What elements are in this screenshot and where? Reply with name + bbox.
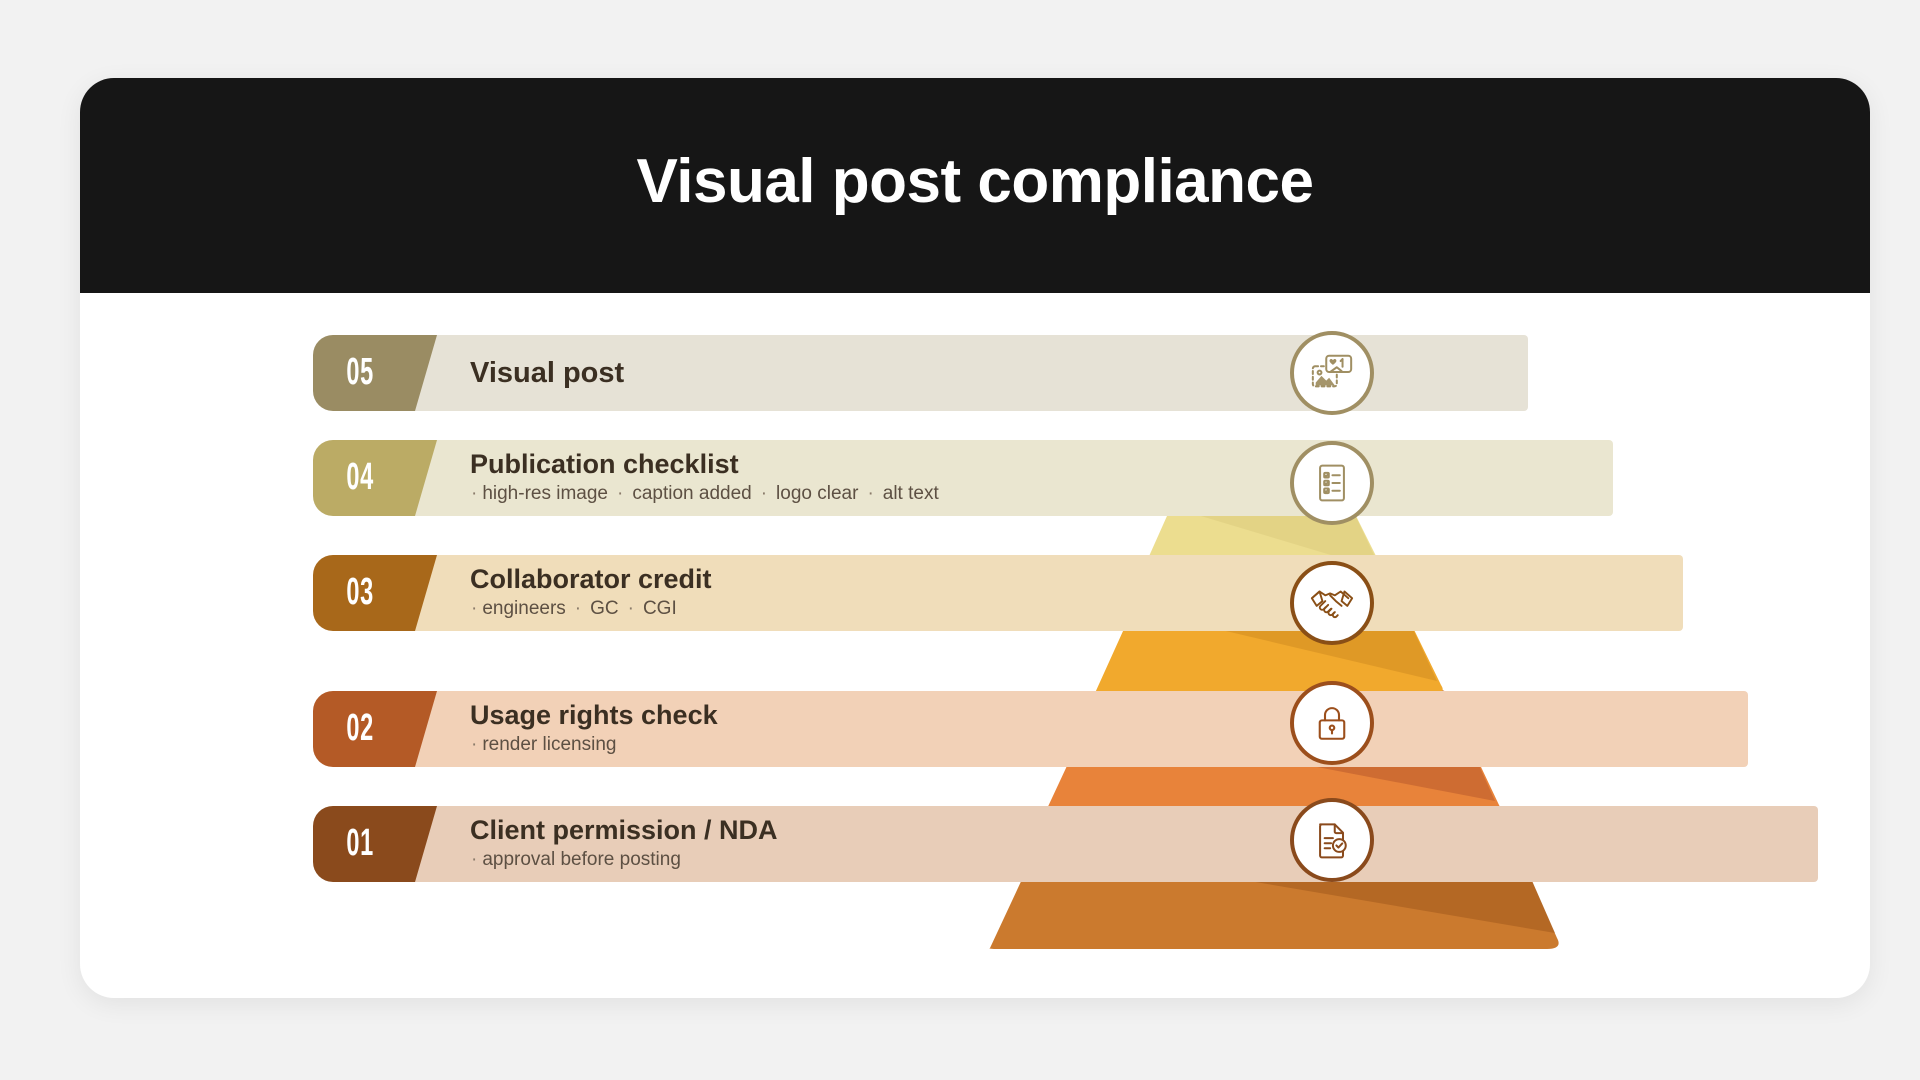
subitem: engineers	[482, 598, 566, 620]
subitem: render licensing	[482, 734, 617, 756]
bullet-dot: ·	[760, 483, 768, 505]
bullet-dot: ·	[627, 598, 634, 620]
step-icon-circle-03[interactable]	[1290, 561, 1374, 645]
header-bar: Visual post compliance	[80, 78, 1870, 293]
bullet-dot: ·	[471, 483, 478, 505]
subitem: alt text	[882, 483, 939, 505]
step-subitems-01: ·approval before posting	[470, 848, 778, 873]
step-bar-03: Collaborator credit ·engineers·GC·CGI	[408, 555, 1683, 631]
step-icon-circle-01[interactable]	[1290, 798, 1374, 882]
step-title-05: Visual post	[470, 356, 625, 389]
step-badge-05: 05	[313, 335, 437, 411]
step-badge-03: 03	[313, 555, 437, 631]
step-bar-04: Publication checklist ·high-res image·ca…	[408, 440, 1613, 516]
step-row-03[interactable]: 03 Collaborator credit ·engineers·GC·CGI	[313, 555, 1683, 631]
badge-wedge-03	[407, 555, 437, 631]
step-subitems-02: ·render licensing	[470, 733, 718, 758]
step-title-04: Publication checklist	[470, 449, 739, 480]
bullet-dot: ·	[617, 483, 624, 505]
badge-wedge-04	[407, 440, 437, 516]
step-bar-02: Usage rights check ·render licensing	[408, 691, 1748, 767]
step-text-02: Usage rights check ·render licensing	[470, 691, 718, 767]
lock-icon	[1318, 707, 1346, 740]
badge-wedge-02	[407, 691, 437, 767]
step-badge-01: 01	[313, 806, 437, 882]
step-text-05: Visual post	[470, 335, 624, 411]
step-number-02: 02	[346, 707, 375, 749]
step-number-03: 03	[346, 571, 375, 613]
subitem: caption added	[632, 483, 752, 505]
badge-wedge-05	[407, 335, 437, 411]
step-title-03: Collaborator credit	[470, 564, 712, 595]
step-text-03: Collaborator credit ·engineers·GC·CGI	[470, 555, 712, 631]
step-text-01: Client permission / NDA ·approval before…	[470, 806, 778, 882]
step-icon-circle-05[interactable]	[1290, 331, 1374, 415]
step-number-01: 01	[346, 822, 375, 864]
page-title: Visual post compliance	[636, 146, 1314, 216]
bullet-dot: ·	[574, 598, 582, 620]
subitem: logo clear	[776, 483, 859, 505]
step-subitems-04: ·high-res image·caption added·logo clear…	[470, 482, 939, 507]
checklist-icon	[1319, 464, 1345, 502]
infographic-card: Visual post compliance	[80, 78, 1870, 998]
document-check-icon	[1319, 823, 1347, 859]
badge-wedge-01	[407, 806, 437, 882]
bullet-dot: ·	[471, 598, 478, 620]
step-title-02: Usage rights check	[470, 700, 718, 731]
step-row-04[interactable]: 04 Publication checklist ·high-res image…	[313, 440, 1613, 516]
step-number-04: 04	[346, 456, 375, 498]
bullet-dot: ·	[471, 734, 478, 756]
subitem: CGI	[642, 598, 677, 620]
infographic-body: 05 Visual post 04	[80, 293, 1870, 998]
step-icon-circle-02[interactable]	[1290, 681, 1374, 765]
step-badge-02: 02	[313, 691, 437, 767]
step-row-02[interactable]: 02 Usage rights check ·render licensing	[313, 691, 1748, 767]
subitem: approval before posting	[482, 849, 681, 871]
step-subitems-03: ·engineers·GC·CGI	[470, 597, 712, 622]
bullet-dot: ·	[867, 483, 874, 505]
step-number-05: 05	[346, 351, 375, 393]
step-text-04: Publication checklist ·high-res image·ca…	[470, 440, 939, 516]
image-post-icon	[1311, 354, 1353, 388]
step-bar-01: Client permission / NDA ·approval before…	[408, 806, 1818, 882]
bullet-dot: ·	[471, 849, 478, 871]
handshake-icon	[1310, 590, 1354, 619]
step-title-01: Client permission / NDA	[470, 815, 778, 846]
step-row-01[interactable]: 01 Client permission / NDA ·approval bef…	[313, 806, 1818, 882]
step-badge-04: 04	[313, 440, 437, 516]
subitem: high-res image	[482, 483, 608, 505]
subitem: GC	[590, 598, 619, 620]
step-icon-circle-04[interactable]	[1290, 441, 1374, 525]
